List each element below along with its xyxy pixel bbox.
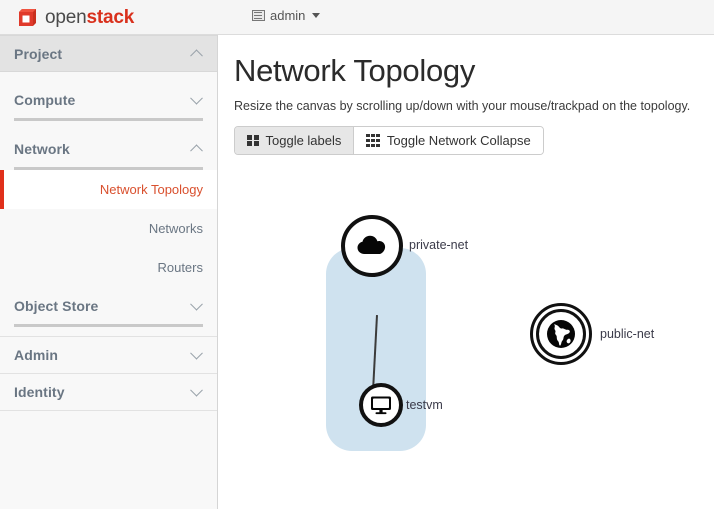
sidebar-section-identity[interactable]: Identity	[0, 373, 217, 410]
sidebar-section-object-store[interactable]: Object Store	[0, 287, 217, 324]
chevron-down-icon	[190, 297, 203, 311]
chevron-up-icon	[190, 143, 203, 157]
cloud-icon	[357, 235, 386, 254]
chevron-down-icon	[190, 346, 203, 360]
sidebar-section-label: Network	[14, 140, 70, 157]
page-subtitle: Resize the canvas by scrolling up/down w…	[234, 99, 691, 113]
toggle-network-collapse-label: Toggle Network Collapse	[386, 133, 531, 148]
sidebar-item-label: Networks	[148, 221, 203, 236]
page-title: Network Topology	[234, 53, 476, 88]
nav-divider	[14, 167, 203, 170]
topology-node-label-private-net: private-net	[409, 238, 469, 252]
brand-text-open: open	[45, 6, 87, 28]
toggle-labels-button[interactable]: Toggle labels	[235, 127, 354, 154]
nav-divider	[14, 324, 203, 327]
sidebar-item-networks[interactable]: Networks	[0, 209, 217, 248]
chevron-down-icon	[190, 91, 203, 105]
sidebar-filler	[0, 410, 217, 509]
nav-spacer	[0, 72, 217, 81]
toggle-network-collapse-button[interactable]: Toggle Network Collapse	[353, 127, 543, 154]
nav-divider	[14, 118, 203, 121]
topology-toolbar: Toggle labels Toggle Network Collapse	[234, 126, 544, 155]
sidebar-section-label: Project	[14, 45, 63, 62]
monitor-icon	[371, 396, 391, 415]
sidebar-section-label: Admin	[14, 347, 59, 363]
user-menu-admin[interactable]: admin	[252, 8, 321, 23]
sidebar-section-label: Identity	[14, 384, 65, 400]
grid-3x3-icon	[366, 133, 380, 148]
sidebar-section-admin[interactable]: Admin	[0, 336, 217, 373]
grid-2x2-icon	[247, 134, 259, 147]
topology-node-label-public-net: public-net	[600, 327, 655, 341]
globe-icon	[547, 320, 575, 348]
sidebar-section-label: Compute	[14, 91, 76, 108]
sidebar-section-compute[interactable]: Compute	[0, 81, 217, 118]
user-menu-label: admin	[270, 8, 306, 23]
main-content: Network Topology Resize the canvas by sc…	[219, 35, 714, 509]
sidebar-navigation: Project Compute Network Network Topology…	[0, 35, 218, 509]
brand-text-stack: stack	[86, 6, 135, 28]
sidebar-section-label: Object Store	[14, 297, 99, 314]
topology-node-public-net[interactable]	[530, 303, 592, 365]
caret-down-icon	[312, 13, 321, 18]
topology-node-testvm[interactable]	[359, 383, 403, 427]
openstack-cube-icon	[16, 7, 38, 29]
chevron-down-icon	[190, 383, 203, 397]
chevron-up-icon	[190, 48, 203, 62]
sidebar-item-label: Routers	[157, 260, 203, 275]
sidebar-item-routers[interactable]: Routers	[0, 248, 217, 287]
project-list-icon	[252, 10, 265, 21]
sidebar-item-network-topology[interactable]: Network Topology	[0, 170, 217, 209]
topology-canvas[interactable]: private-net testvm public-net	[219, 165, 714, 509]
nav-spacer	[0, 121, 217, 130]
top-header-bar: openstack admin	[0, 0, 714, 35]
nav-spacer	[0, 327, 217, 336]
sidebar-section-project[interactable]: Project	[0, 35, 217, 72]
topology-node-private-net[interactable]	[341, 215, 403, 277]
sidebar-section-network[interactable]: Network	[0, 130, 217, 167]
openstack-brand[interactable]: openstack	[16, 4, 134, 31]
sidebar-item-label: Network Topology	[99, 182, 203, 197]
toggle-labels-label: Toggle labels	[265, 133, 342, 148]
